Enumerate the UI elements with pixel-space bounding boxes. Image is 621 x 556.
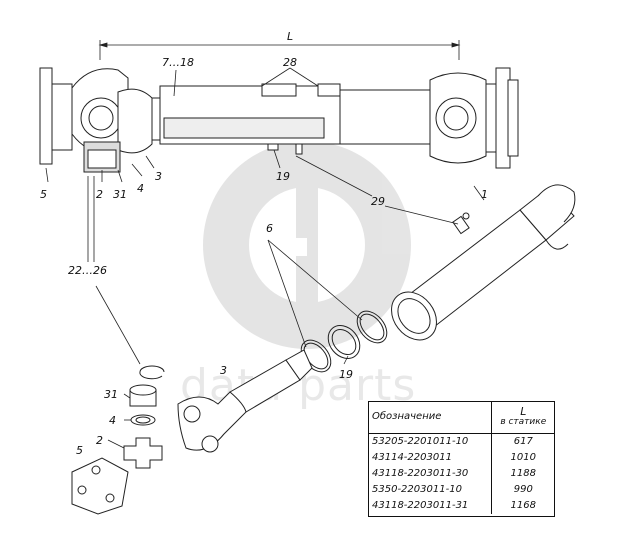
callout-19-bottom: 19: [339, 368, 353, 381]
length-cell: 1010: [510, 452, 536, 463]
callout-19-top: 19: [276, 170, 290, 183]
small-parts: [71, 365, 165, 515]
table-row: 53205-2201011-10 617: [368, 433, 555, 450]
callout-29: 29: [371, 195, 385, 208]
callout-28: 28: [283, 56, 297, 69]
designation-cell: 5350-2203011-10: [368, 482, 492, 498]
spec-table: Обозначение L в статике 53205-2201011-10…: [368, 401, 555, 514]
callout-labels: L 28 7…18 19 29 1 6 22…26 5 2 31 4 3 3 1…: [40, 30, 488, 457]
callout-6: 6: [266, 222, 273, 235]
designation-cell: 43114-2203011: [368, 450, 492, 466]
table-row: 43118-2203011-31 1168: [368, 498, 555, 514]
header-length-note: в статике: [500, 417, 547, 427]
callout-5-top: 5: [40, 188, 47, 201]
table-row: 5350-2203011-10 990: [368, 482, 555, 498]
length-cell: 1188: [510, 468, 536, 479]
callout-7-18: 7…18: [162, 56, 194, 69]
callout-3-bottom: 3: [220, 364, 227, 377]
part-29-grease-fitting: [452, 212, 470, 235]
callout-2-top: 2: [96, 188, 103, 201]
label-L: L: [287, 30, 293, 43]
table-row: 43114-2203011 1010: [368, 450, 555, 466]
header-length: L в статике: [491, 401, 555, 434]
watermark-logo: data parts: [180, 141, 415, 411]
length-cell: 990: [513, 484, 533, 495]
leader-lines: [45, 67, 485, 449]
header-designation: Обозначение: [368, 401, 492, 434]
callout-31-bottom: 31: [104, 388, 118, 401]
callout-31-top: 31: [113, 188, 127, 201]
part-1-sliding-yoke-tube: [391, 184, 576, 341]
designation-cell: 53205-2201011-10: [368, 433, 492, 450]
part-3-spline-yoke: [177, 349, 313, 453]
spec-table-header: Обозначение L в статике: [368, 401, 555, 434]
length-cell: 1168: [510, 500, 536, 511]
header-length-symbol: L: [520, 405, 527, 418]
dimension-L: [98, 40, 461, 60]
designation-cell: 43118-2203011-31: [368, 498, 492, 514]
callout-4-bottom: 4: [109, 414, 116, 427]
assembled-shaft: [39, 67, 519, 173]
callout-1: 1: [481, 188, 488, 201]
callout-2-bottom: 2: [96, 434, 103, 447]
designation-cell: 43118-2203011-30: [368, 466, 492, 482]
callout-5-bottom: 5: [76, 444, 83, 457]
callout-4-top: 4: [137, 182, 144, 195]
table-row: 43118-2203011-30 1188: [368, 466, 555, 482]
length-cell: 617: [513, 436, 533, 447]
callout-3-top: 3: [155, 170, 162, 183]
callout-22-26: 22…26: [68, 264, 107, 277]
